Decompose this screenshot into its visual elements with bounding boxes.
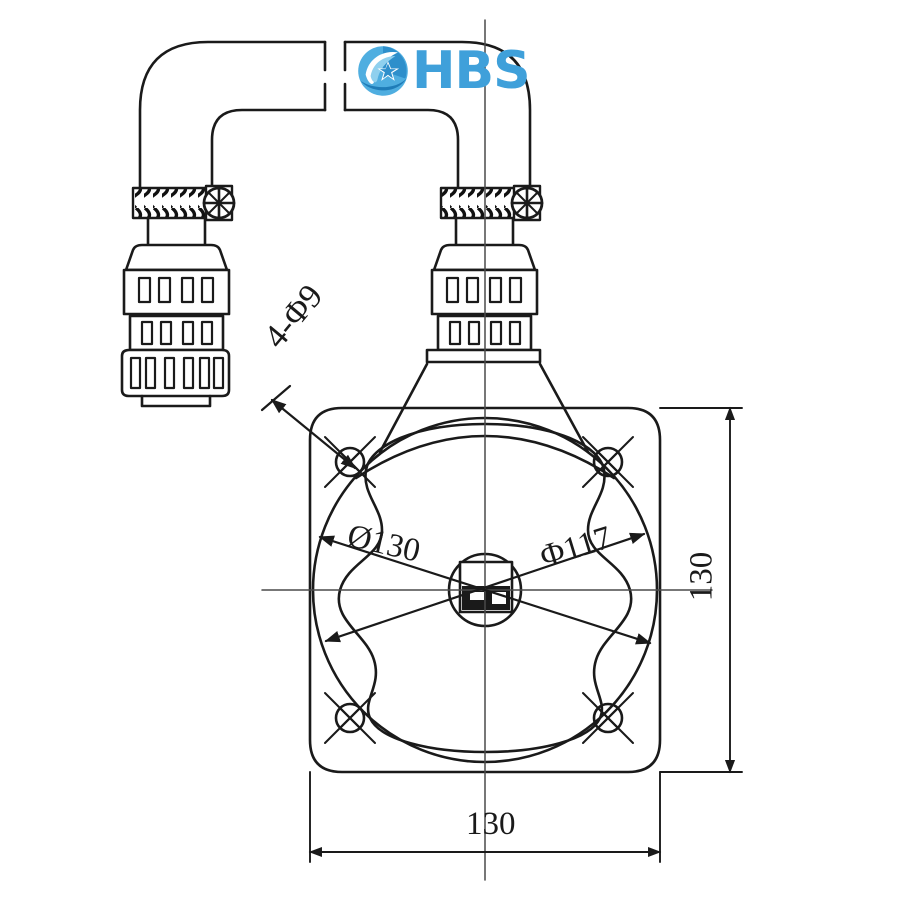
right-hose-clamp: [439, 184, 544, 222]
bolt-hole-bottom-right: [582, 692, 634, 744]
width-dimension-label: 130: [466, 806, 516, 842]
bolt-circle-leader: [324, 532, 646, 643]
hole-callout-tick: [260, 384, 292, 412]
right-cable-elbow: [343, 40, 532, 192]
left-hose-clamp: [131, 184, 236, 222]
height-dimension: [659, 406, 743, 774]
left-cable-elbow: [138, 40, 327, 192]
bolt-hole-top-right: [582, 436, 634, 488]
width-dimension: [308, 771, 662, 863]
bolt-hole-bottom-left: [324, 692, 376, 744]
hole-callout-leader: [270, 398, 357, 470]
left-cable-gland: [120, 216, 231, 408]
height-dimension-label: 130: [683, 551, 720, 602]
right-cable-gland: [425, 216, 542, 364]
